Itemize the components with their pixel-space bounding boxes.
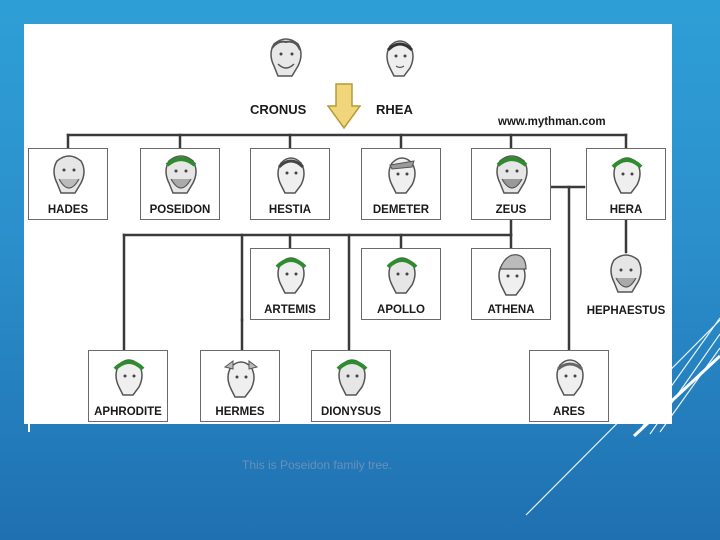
ares-portrait-icon bbox=[556, 359, 584, 396]
parent-cronus bbox=[246, 32, 326, 104]
rhea-portrait-icon bbox=[386, 40, 414, 77]
node-artemis-label: ARTEMIS bbox=[264, 304, 316, 316]
node-poseidon-label: POSEIDON bbox=[149, 204, 211, 216]
node-hera-label: HERA bbox=[609, 204, 643, 216]
node-hestia: HESTIA bbox=[250, 148, 330, 220]
node-hades-label: HADES bbox=[47, 204, 89, 216]
node-zeus: ZEUS bbox=[471, 148, 551, 220]
node-dionysus-label: DIONYSUS bbox=[320, 406, 382, 418]
hades-portrait-icon bbox=[53, 155, 85, 194]
panel-edge-mark bbox=[28, 420, 30, 432]
node-hermes-label: HERMES bbox=[215, 406, 265, 418]
parent-rhea bbox=[360, 32, 440, 104]
node-hephaestus: HEPHAESTUS bbox=[586, 248, 666, 320]
node-demeter-label: DEMETER bbox=[372, 204, 430, 216]
node-athena: ATHENA bbox=[471, 248, 551, 320]
node-ares-label: ARES bbox=[553, 406, 585, 418]
hestia-portrait-icon bbox=[277, 157, 305, 194]
node-ares: ARES bbox=[529, 350, 609, 422]
artemis-portrait-icon bbox=[275, 257, 307, 294]
source-credit: www.mythman.com bbox=[498, 116, 606, 128]
node-demeter: DEMETER bbox=[361, 148, 441, 220]
node-hermes: HERMES bbox=[200, 350, 280, 422]
parent-cronus-label: CRONUS bbox=[250, 102, 307, 117]
slide-caption: This is Poseidon family tree. bbox=[242, 458, 393, 472]
node-apollo-label: APOLLO bbox=[377, 304, 425, 316]
tree-connectors bbox=[66, 83, 628, 352]
athena-portrait-icon bbox=[498, 254, 527, 296]
node-hera: HERA bbox=[586, 148, 666, 220]
node-apollo: APOLLO bbox=[361, 248, 441, 320]
node-dionysus: DIONYSUS bbox=[311, 350, 391, 422]
node-hades: HADES bbox=[28, 148, 108, 220]
parent-rhea-label: RHEA bbox=[376, 102, 413, 117]
node-athena-label: ATHENA bbox=[487, 304, 535, 316]
node-hephaestus-label: HEPHAESTUS bbox=[586, 305, 666, 317]
apollo-portrait-icon bbox=[386, 257, 418, 294]
node-artemis: ARTEMIS bbox=[250, 248, 330, 320]
node-hestia-label: HESTIA bbox=[268, 204, 312, 216]
node-aphrodite: APHRODITE bbox=[88, 350, 168, 422]
hephaestus-portrait-icon bbox=[610, 254, 642, 293]
demeter-portrait-icon bbox=[388, 157, 416, 194]
node-zeus-label: ZEUS bbox=[495, 204, 527, 216]
family-tree-panel: CRONUS RHEA www.mythman.com HADES bbox=[24, 24, 672, 424]
cronus-portrait-icon bbox=[270, 38, 302, 77]
poseidon-portrait-icon bbox=[165, 155, 197, 194]
node-poseidon: POSEIDON bbox=[140, 148, 220, 220]
zeus-portrait-icon bbox=[496, 155, 528, 194]
descent-arrow-icon bbox=[326, 83, 362, 130]
dionysus-portrait-icon bbox=[336, 359, 368, 396]
aphrodite-portrait-icon bbox=[113, 359, 145, 396]
node-aphrodite-label: APHRODITE bbox=[94, 406, 162, 418]
hera-portrait-icon bbox=[611, 157, 643, 194]
hermes-portrait-icon bbox=[223, 360, 259, 398]
